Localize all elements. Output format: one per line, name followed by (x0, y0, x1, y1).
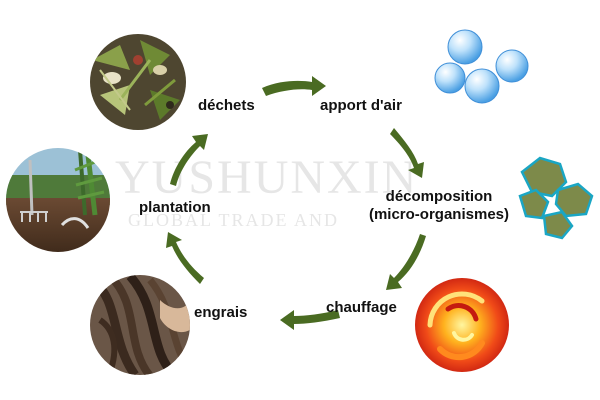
arrow-air-to-decomp (390, 128, 424, 178)
watermark-line2: GLOBAL TRADE AND (128, 210, 339, 230)
label-waste: déchets (198, 97, 255, 114)
compost-waste-icon (90, 34, 186, 130)
cycle-arrows (166, 76, 426, 330)
label-heat: chauffage (326, 299, 397, 316)
arrow-decomp-to-heat (386, 234, 426, 290)
watermark-line1: YUSHUNXIN (115, 151, 419, 204)
heat-swirl-icon (415, 278, 509, 372)
label-fertilizer: engrais (194, 304, 248, 321)
arrow-planting-to-waste (170, 134, 208, 186)
garden-planting-icon (6, 148, 110, 252)
label-planting: plantation (139, 199, 211, 216)
label-air: apport d'air (320, 97, 402, 114)
label-decomposition: décomposition (micro-organismes) (354, 188, 524, 224)
arrow-heat-to-fertilizer (280, 310, 340, 330)
air-bubbles-icon (434, 29, 529, 104)
arrow-fertilizer-to-planting (166, 232, 204, 284)
arrow-waste-to-air (262, 76, 326, 96)
label-decomposition-line1: décomposition (385, 188, 493, 205)
fertilizer-hair-icon (90, 275, 190, 375)
microorganisms-icon (518, 156, 594, 240)
label-decomposition-line2: (micro-organismes) (368, 206, 510, 223)
